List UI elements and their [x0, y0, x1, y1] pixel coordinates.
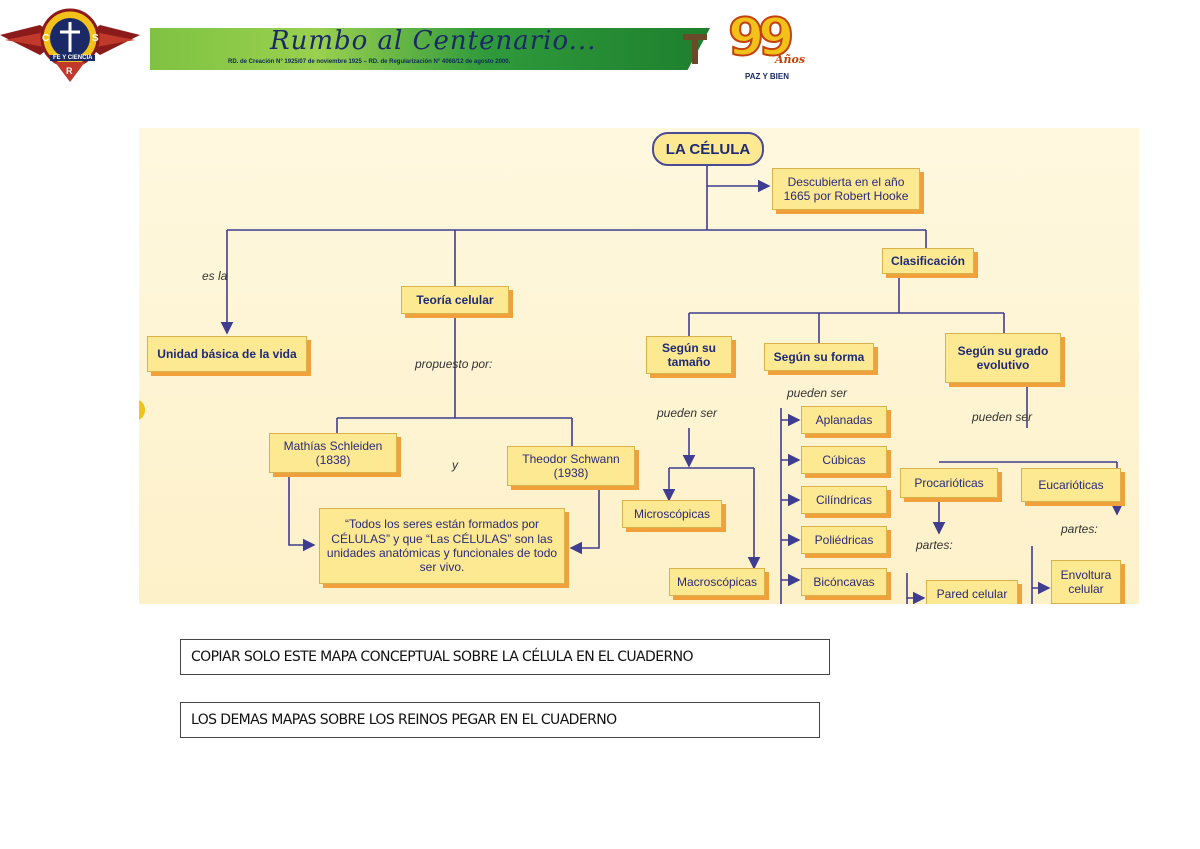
anniversary-word: Años [775, 53, 806, 66]
link-pueden-ser-tamano: pueden ser [657, 406, 718, 420]
anniversary-number: 99 [727, 7, 795, 69]
emblem-letter-c: C [42, 33, 50, 44]
node-envoltura-celular: Envoltura celular [1051, 560, 1121, 604]
node-eucariotas: Eucarióticas [1021, 468, 1121, 502]
concept-map: LA CÉLULA Descubierta en el año 1665 por… [139, 128, 1139, 604]
anniversary-motto: PAZ Y BIEN [745, 72, 790, 81]
instruction-copy-map: COPIAR SOLO ESTE MAPA CONCEPTUAL SOBRE L… [180, 639, 830, 675]
link-pueden-ser-grado: pueden ser [972, 410, 1033, 424]
link-y: y [452, 458, 458, 472]
node-clasificacion: Clasificación [882, 248, 974, 274]
node-schwann: Theodor Schwann (1938) [507, 446, 635, 486]
node-unidad: Unidad básica de la vida [147, 336, 307, 372]
link-partes-procariotas: partes: [916, 538, 953, 552]
root-node: LA CÉLULA [652, 132, 764, 166]
link-propuesto: propuesto por: [415, 357, 493, 371]
node-macroscopicas: Macroscópicas [669, 568, 765, 596]
banner-strip [150, 28, 710, 70]
school-emblem [0, 8, 140, 82]
emblem-letter-s: S [92, 33, 99, 44]
node-teoria: Teoría celular [401, 286, 509, 314]
tau-cross-icon [683, 34, 707, 64]
node-segun-forma: Según su forma [764, 343, 874, 371]
node-pared-celular: Pared celular [926, 580, 1018, 604]
node-segun-grado: Según su grado evolutivo [945, 333, 1061, 383]
banner-motto: Rumbo al Centenario... [270, 26, 597, 56]
node-discovered: Descubierta en el año 1665 por Robert Ho… [772, 168, 920, 210]
link-es-la: es la [202, 269, 228, 283]
node-microscopicas: Microscópicas [622, 500, 722, 528]
node-segun-tamano: Según su tamaño [646, 336, 732, 374]
banner-subtitle: RD. de Creación N° 1925/07 de noviembre … [228, 59, 511, 65]
instruction-paste-maps: LOS DEMAS MAPAS SOBRE LOS REINOS PEGAR E… [180, 702, 820, 738]
emblem-letter-r: R [66, 66, 73, 76]
link-pueden-ser-forma: pueden ser [787, 386, 848, 400]
emblem-caption: FE Y CIENCIA [50, 55, 96, 61]
connector-lines [220, 166, 1124, 604]
node-forma-biconcavas: Bicóncavas [801, 568, 887, 596]
node-forma-aplanadas: Aplanadas [801, 406, 887, 434]
node-teoria-text: “Todos los seres están formados por CÉLU… [319, 508, 565, 584]
node-forma-poliedricas: Poliédricas [801, 526, 887, 554]
header-banner: C S R FE Y CIENCIA Rumbo al Centenario..… [0, 0, 815, 90]
link-partes-eucariotas: partes: [1061, 522, 1098, 536]
decorative-dot [139, 400, 145, 420]
node-forma-cilindricas: Cilíndricas [801, 486, 887, 514]
node-forma-cubicas: Cúbicas [801, 446, 887, 474]
node-schleiden: Mathías Schleiden (1838) [269, 433, 397, 473]
node-procariotas: Procarióticas [900, 468, 998, 498]
